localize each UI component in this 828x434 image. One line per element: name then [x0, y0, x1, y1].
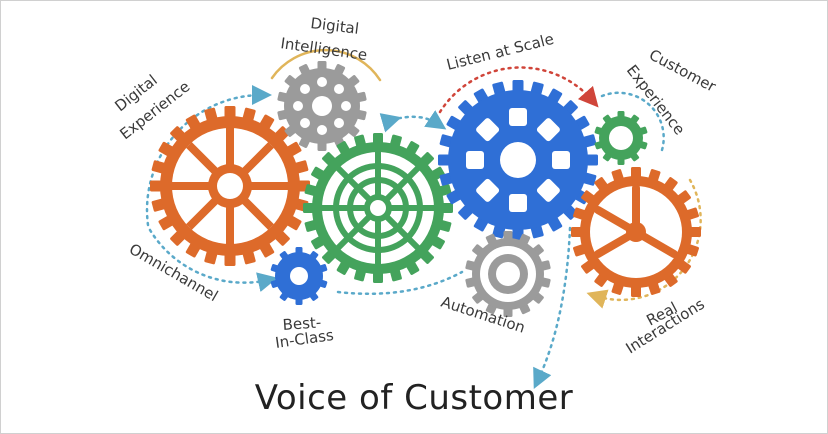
gear-tooth	[317, 61, 327, 70]
orange-spoke-gear	[150, 106, 310, 266]
listen-at-scale-arc	[438, 66, 599, 114]
customer-experience-arc	[600, 91, 665, 152]
diagram-title: Voice of Customer	[254, 378, 574, 418]
omnichannel-arc	[148, 228, 278, 292]
small-green-gear	[594, 111, 648, 165]
green-web-gear	[303, 133, 453, 283]
real-interactions-arc	[586, 178, 702, 309]
gear-tooth	[224, 106, 236, 118]
label-best-in-class-line1: Best-	[282, 313, 322, 334]
gear-tooth	[503, 231, 513, 240]
gear-tooth	[303, 203, 314, 213]
gear-tooth	[690, 227, 701, 237]
best-in-class-arc	[336, 270, 464, 295]
output-arrow	[533, 226, 572, 390]
gear-tooth	[512, 228, 524, 240]
gray-hole-gear	[277, 61, 367, 151]
label-listen-at-scale: Listen at Scale	[445, 30, 556, 74]
gear-tooth	[224, 254, 236, 266]
gear-tooth	[150, 180, 162, 192]
orange-wheel-gear	[571, 167, 701, 297]
gear-tooth	[442, 203, 453, 213]
gray-to-blue-arrow	[379, 110, 447, 133]
gear-tooth	[571, 227, 582, 237]
gear-holes	[293, 77, 351, 135]
gear-tooth	[373, 272, 383, 283]
gear-tooth	[512, 80, 524, 92]
gear-windows	[466, 108, 570, 212]
small-blue-gear	[270, 247, 328, 305]
gear-tooth	[373, 133, 383, 144]
gear-tooth	[438, 154, 450, 166]
digital-intelligence-arc	[270, 48, 382, 82]
gray-ring-gear	[465, 231, 551, 317]
large-blue-gear	[438, 80, 598, 240]
gear-tooth	[317, 142, 327, 151]
gear-tooth	[503, 308, 513, 317]
gear-tooth	[586, 154, 598, 166]
gear-tooth	[631, 167, 641, 178]
label-digital-intelligence-line1: Digital	[310, 14, 360, 38]
gear-tooth	[631, 286, 641, 297]
